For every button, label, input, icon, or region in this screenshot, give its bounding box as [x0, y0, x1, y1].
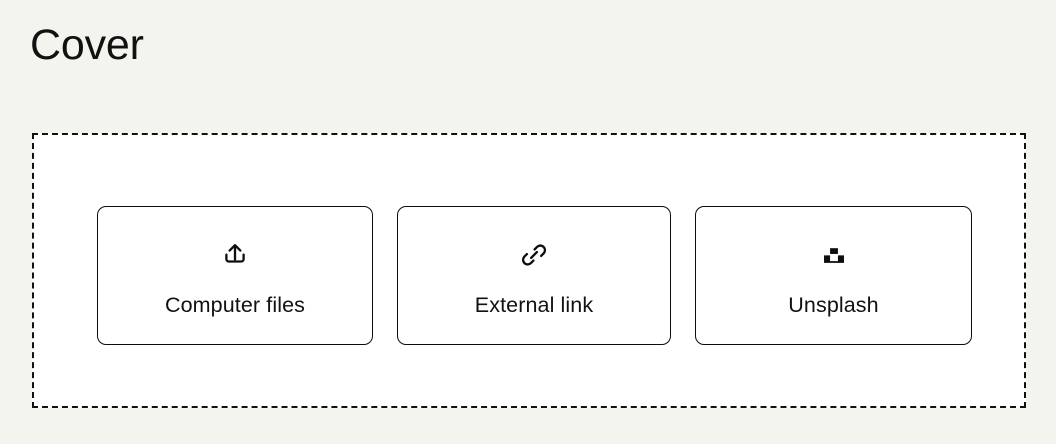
link-icon	[520, 238, 548, 272]
cover-source-options: Computer files External link	[97, 206, 972, 345]
upload-icon	[221, 238, 249, 272]
cover-source-dropzone[interactable]: Computer files External link	[32, 133, 1026, 408]
option-label: External link	[474, 292, 594, 317]
unsplash-icon	[820, 238, 848, 272]
page-title: Cover	[30, 21, 144, 69]
option-unsplash[interactable]: Unsplash	[695, 206, 972, 345]
option-external-link[interactable]: External link	[397, 206, 671, 345]
option-label: Unsplash	[788, 292, 879, 317]
option-computer-files[interactable]: Computer files	[97, 206, 373, 345]
option-label: Computer files	[164, 292, 305, 317]
